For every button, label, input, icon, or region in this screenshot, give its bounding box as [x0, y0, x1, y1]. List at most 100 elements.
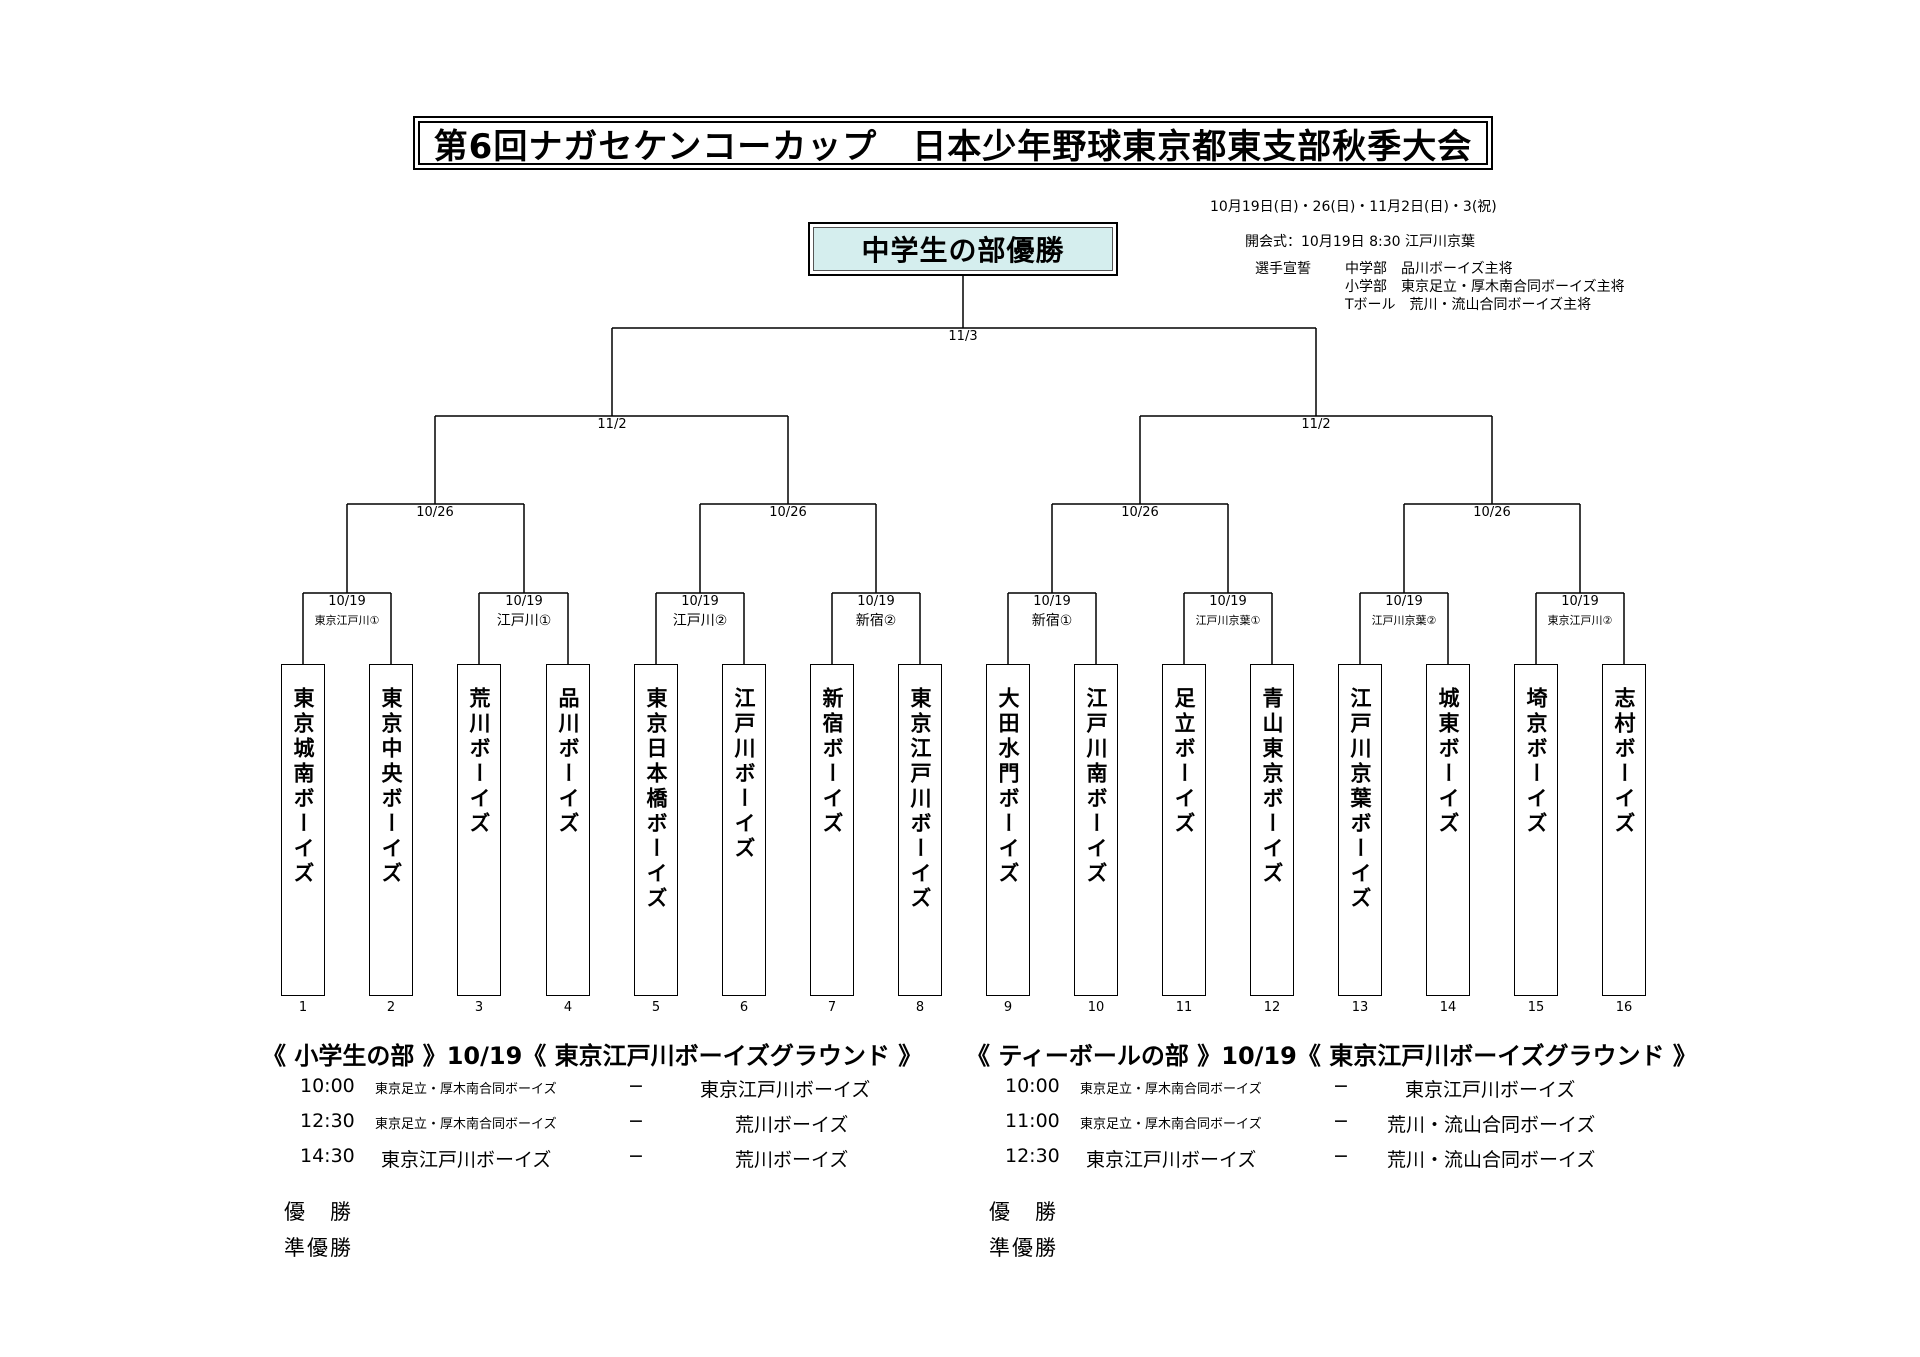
team-box-2: 東京中央ボーイズ [369, 664, 413, 996]
tball-time-3: 12:30 [1005, 1145, 1060, 1167]
team-name-4: 品川ボーイズ [556, 687, 580, 837]
team-box-8: 東京江戸川ボーイズ [898, 664, 942, 996]
bracket-first-line-3 [655, 592, 745, 664]
team-number-2: 2 [386, 1000, 396, 1015]
opening-ceremony: 開会式：10月19日 8:30 江戸川京葉 [1245, 234, 1475, 250]
first-date-6: 10/19 [1209, 594, 1247, 609]
tball-away-2: 荒川・流山合同ボーイズ [1387, 1114, 1596, 1136]
team-number-9: 9 [1003, 1000, 1013, 1015]
team-number-12: 12 [1263, 1000, 1281, 1015]
oath-elementary: 小学部 東京足立・厚木南合同ボーイズ主将 [1345, 279, 1625, 295]
first-venue-5: 新宿① [1031, 613, 1073, 629]
team-number-16: 16 [1615, 1000, 1633, 1015]
team-name-1: 東京城南ボーイズ [291, 687, 315, 887]
bracket-quarter-line-1 [346, 503, 525, 593]
team-name-2: 東京中央ボーイズ [379, 687, 403, 887]
first-date-2: 10/19 [505, 594, 543, 609]
team-box-15: 埼京ボーイズ [1514, 664, 1558, 996]
team-name-16: 志村ボーイズ [1612, 687, 1636, 837]
team-number-5: 5 [651, 1000, 661, 1015]
team-number-10: 10 [1087, 1000, 1105, 1015]
elementary-time-2: 12:30 [300, 1110, 355, 1132]
team-box-13: 江戸川京葉ボーイズ [1338, 664, 1382, 996]
team-number-1: 1 [298, 1000, 308, 1015]
team-name-11: 足立ボーイズ [1172, 687, 1196, 837]
team-number-14: 14 [1439, 1000, 1457, 1015]
tball-winner-label: 優 勝 [989, 1200, 1058, 1224]
quarter-date-3: 10/26 [1121, 505, 1159, 520]
bracket-first-line-8 [1535, 592, 1625, 664]
bracket-quarter-line-3 [1051, 503, 1229, 593]
tball-dash-1: − [1333, 1075, 1349, 1097]
elementary-away-2: 荒川ボーイズ [735, 1114, 849, 1136]
bracket-first-line-1 [302, 592, 392, 664]
first-venue-1: 東京江戸川① [314, 614, 380, 627]
team-name-8: 東京江戸川ボーイズ [908, 687, 932, 912]
team-number-15: 15 [1527, 1000, 1545, 1015]
elementary-winner-label: 優 勝 [284, 1200, 353, 1224]
title-box: 第6回ナガセケンコーカップ 日本少年野球東京都東支部秋季大会 [413, 116, 1493, 170]
tball-runner-label: 準優勝 [989, 1236, 1058, 1260]
team-name-5: 東京日本橋ボーイズ [644, 687, 668, 912]
team-name-7: 新宿ボーイズ [820, 687, 844, 837]
champion-label: 中学生の部優勝 [861, 234, 1065, 267]
first-date-4: 10/19 [857, 594, 895, 609]
bracket-first-line-6 [1183, 592, 1273, 664]
tball-away-3: 荒川・流山合同ボーイズ [1387, 1149, 1596, 1171]
bracket-semi-line-right [1139, 415, 1493, 504]
bracket-first-line-4 [831, 592, 921, 664]
first-venue-7: 江戸川京葉② [1371, 614, 1437, 627]
team-box-5: 東京日本橋ボーイズ [634, 664, 678, 996]
team-box-11: 足立ボーイズ [1162, 664, 1206, 996]
elementary-home-2: 東京足立・厚木南合同ボーイズ [375, 1117, 557, 1132]
tball-time-1: 10:00 [1005, 1075, 1060, 1097]
tball-dash-2: − [1333, 1110, 1349, 1132]
first-date-8: 10/19 [1561, 594, 1599, 609]
team-number-8: 8 [915, 1000, 925, 1015]
tball-heading: 《 ティーボールの部 》10/19《 東京江戸川ボーイズグラウンド 》 [966, 1042, 1697, 1070]
team-box-12: 青山東京ボーイズ [1250, 664, 1294, 996]
semi-date-left: 11/2 [597, 417, 627, 432]
team-box-1: 東京城南ボーイズ [281, 664, 325, 996]
event-dates: 10月19日(日)・26(日)・11月2日(日)・3(祝) [1210, 199, 1497, 215]
quarter-date-4: 10/26 [1473, 505, 1511, 520]
team-number-7: 7 [827, 1000, 837, 1015]
first-venue-3: 江戸川② [672, 613, 728, 629]
team-name-12: 青山東京ボーイズ [1260, 687, 1284, 887]
team-box-10: 江戸川南ボーイズ [1074, 664, 1118, 996]
oath-middle: 中学部 品川ボーイズ主将 [1345, 261, 1513, 277]
team-name-15: 埼京ボーイズ [1524, 687, 1548, 837]
elementary-dash-3: − [628, 1145, 644, 1167]
team-name-10: 江戸川南ボーイズ [1084, 687, 1108, 887]
team-name-9: 大田水門ボーイズ [996, 687, 1020, 887]
first-date-7: 10/19 [1385, 594, 1423, 609]
bracket-quarter-line-2 [699, 503, 877, 593]
bracket-first-line-5 [1007, 592, 1097, 664]
team-number-13: 13 [1351, 1000, 1369, 1015]
page-title: 第6回ナガセケンコーカップ 日本少年野球東京都東支部秋季大会 [433, 126, 1473, 167]
elementary-heading: 《 小学生の部 》10/19《 東京江戸川ボーイズグラウンド 》 [262, 1042, 923, 1070]
team-box-9: 大田水門ボーイズ [986, 664, 1030, 996]
team-box-16: 志村ボーイズ [1602, 664, 1646, 996]
elementary-away-3: 荒川ボーイズ [735, 1149, 849, 1171]
bracket-semi-line-left [434, 415, 789, 504]
oath-label: 選手宣誓 [1255, 261, 1311, 277]
tball-home-2: 東京足立・厚木南合同ボーイズ [1080, 1117, 1262, 1132]
team-number-11: 11 [1175, 1000, 1193, 1015]
first-date-5: 10/19 [1033, 594, 1071, 609]
bracket-final-line [611, 276, 1317, 416]
first-date-3: 10/19 [681, 594, 719, 609]
tball-away-1: 東京江戸川ボーイズ [1405, 1079, 1576, 1101]
team-name-3: 荒川ボーイズ [467, 687, 491, 837]
team-number-6: 6 [739, 1000, 749, 1015]
team-box-7: 新宿ボーイズ [810, 664, 854, 996]
tball-dash-3: − [1333, 1145, 1349, 1167]
elementary-time-1: 10:00 [300, 1075, 355, 1097]
elementary-runner-label: 準優勝 [284, 1236, 353, 1260]
tball-home-1: 東京足立・厚木南合同ボーイズ [1080, 1082, 1262, 1097]
team-box-14: 城東ボーイズ [1426, 664, 1470, 996]
tball-home-3: 東京江戸川ボーイズ [1086, 1149, 1257, 1171]
quarter-date-2: 10/26 [769, 505, 807, 520]
champion-box: 中学生の部優勝 [808, 222, 1118, 276]
